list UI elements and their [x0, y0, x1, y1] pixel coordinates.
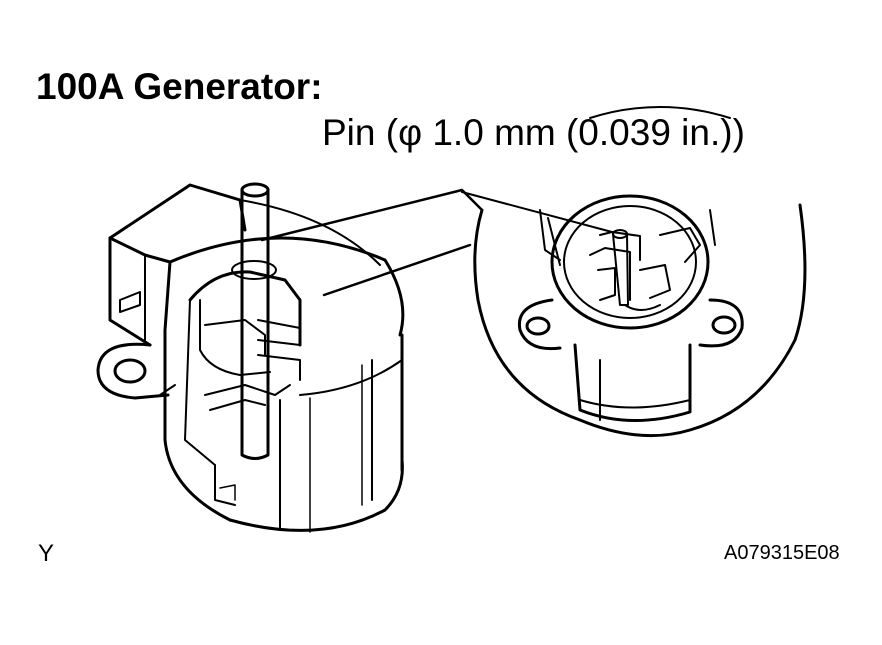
- view-letter: Y: [38, 540, 55, 567]
- figure-code: A079315E08: [724, 542, 840, 564]
- callout-arc: [589, 106, 731, 119]
- magnified-detail: [473, 194, 807, 438]
- pin-callout-label: Pin (φ 1.0 mm (0.039 in.)): [322, 112, 745, 153]
- regulator-body: [96, 183, 405, 533]
- diagram-title: 100A Generator:: [36, 66, 323, 107]
- pin: [231, 182, 277, 460]
- magnifier-lines: [260, 188, 613, 297]
